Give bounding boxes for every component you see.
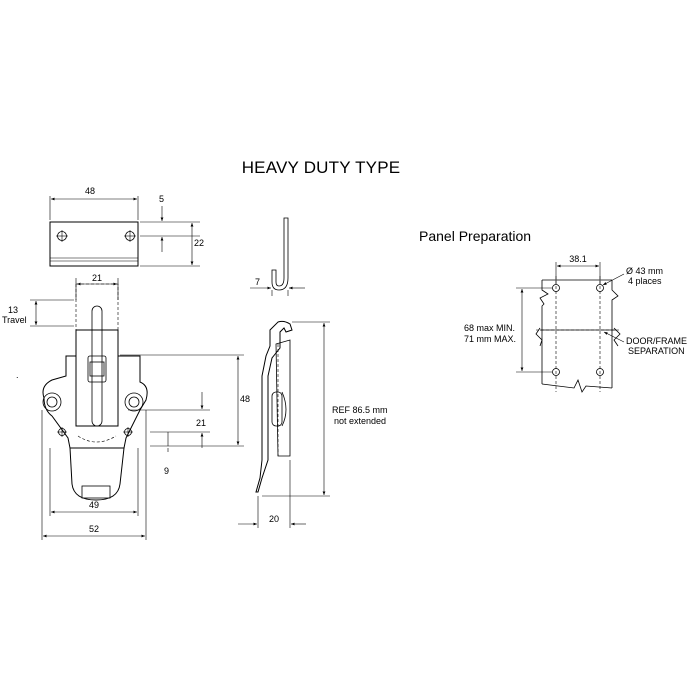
separation-label-line2: SEPARATION (628, 346, 685, 356)
keeper-plate (49, 221, 139, 267)
dim-side-depth: 20 (269, 514, 279, 524)
dim-panel-hole-count: 4 places (628, 276, 662, 286)
panel-dimensions: 38.1 Ø 43 mm 4 places 68 max MIN. 71 mm … (464, 254, 687, 373)
dim-base-width-49: 49 (89, 500, 99, 510)
panel-template (535, 276, 621, 393)
dim-ref-note: not extended (334, 416, 386, 426)
dim-ref-length: REF 86.5 mm (332, 405, 388, 415)
panel-preparation-title: Panel Preparation (419, 228, 532, 244)
dim-keeper-hole-offset: 5 (159, 194, 164, 204)
latch-side-view (255, 320, 293, 493)
stray-mark: . (16, 370, 19, 380)
dim-latch-height: 48 (240, 394, 250, 404)
dim-travel-label: Travel (2, 315, 27, 325)
dim-panel-hole-dia: Ø 43 mm (626, 266, 663, 276)
dim-plunger-width: 21 (92, 273, 102, 283)
page-title: HEAVY DUTY TYPE (241, 158, 401, 177)
keeper-dimensions: 48 5 22 (49, 186, 204, 267)
separation-label-line1: DOOR/FRAME (626, 336, 687, 346)
dim-keeper-height: 22 (194, 238, 204, 248)
dim-hook-depth: 7 (255, 277, 260, 287)
hook-profile (271, 217, 289, 291)
dim-panel-height-max: 71 mm MAX. (464, 334, 516, 344)
latch-front-view (42, 283, 148, 501)
dim-travel-value: 13 (8, 305, 18, 315)
dim-panel-hole-spacing: 38.1 (569, 254, 587, 264)
latch-front-dimensions: 21 13 Travel 48 21 9 49 52 . (2, 273, 250, 540)
dim-panel-height-min: 68 max MIN. (464, 323, 515, 333)
dim-keeper-width: 48 (85, 186, 95, 196)
dim-hole-offset-9: 9 (164, 466, 169, 476)
latch-side-dimensions: REF 86.5 mm not extended 20 (238, 321, 388, 528)
dim-hole-offset-21: 21 (196, 418, 206, 428)
dim-base-width-52: 52 (89, 524, 99, 534)
hook-dimensions: 7 (250, 277, 305, 296)
